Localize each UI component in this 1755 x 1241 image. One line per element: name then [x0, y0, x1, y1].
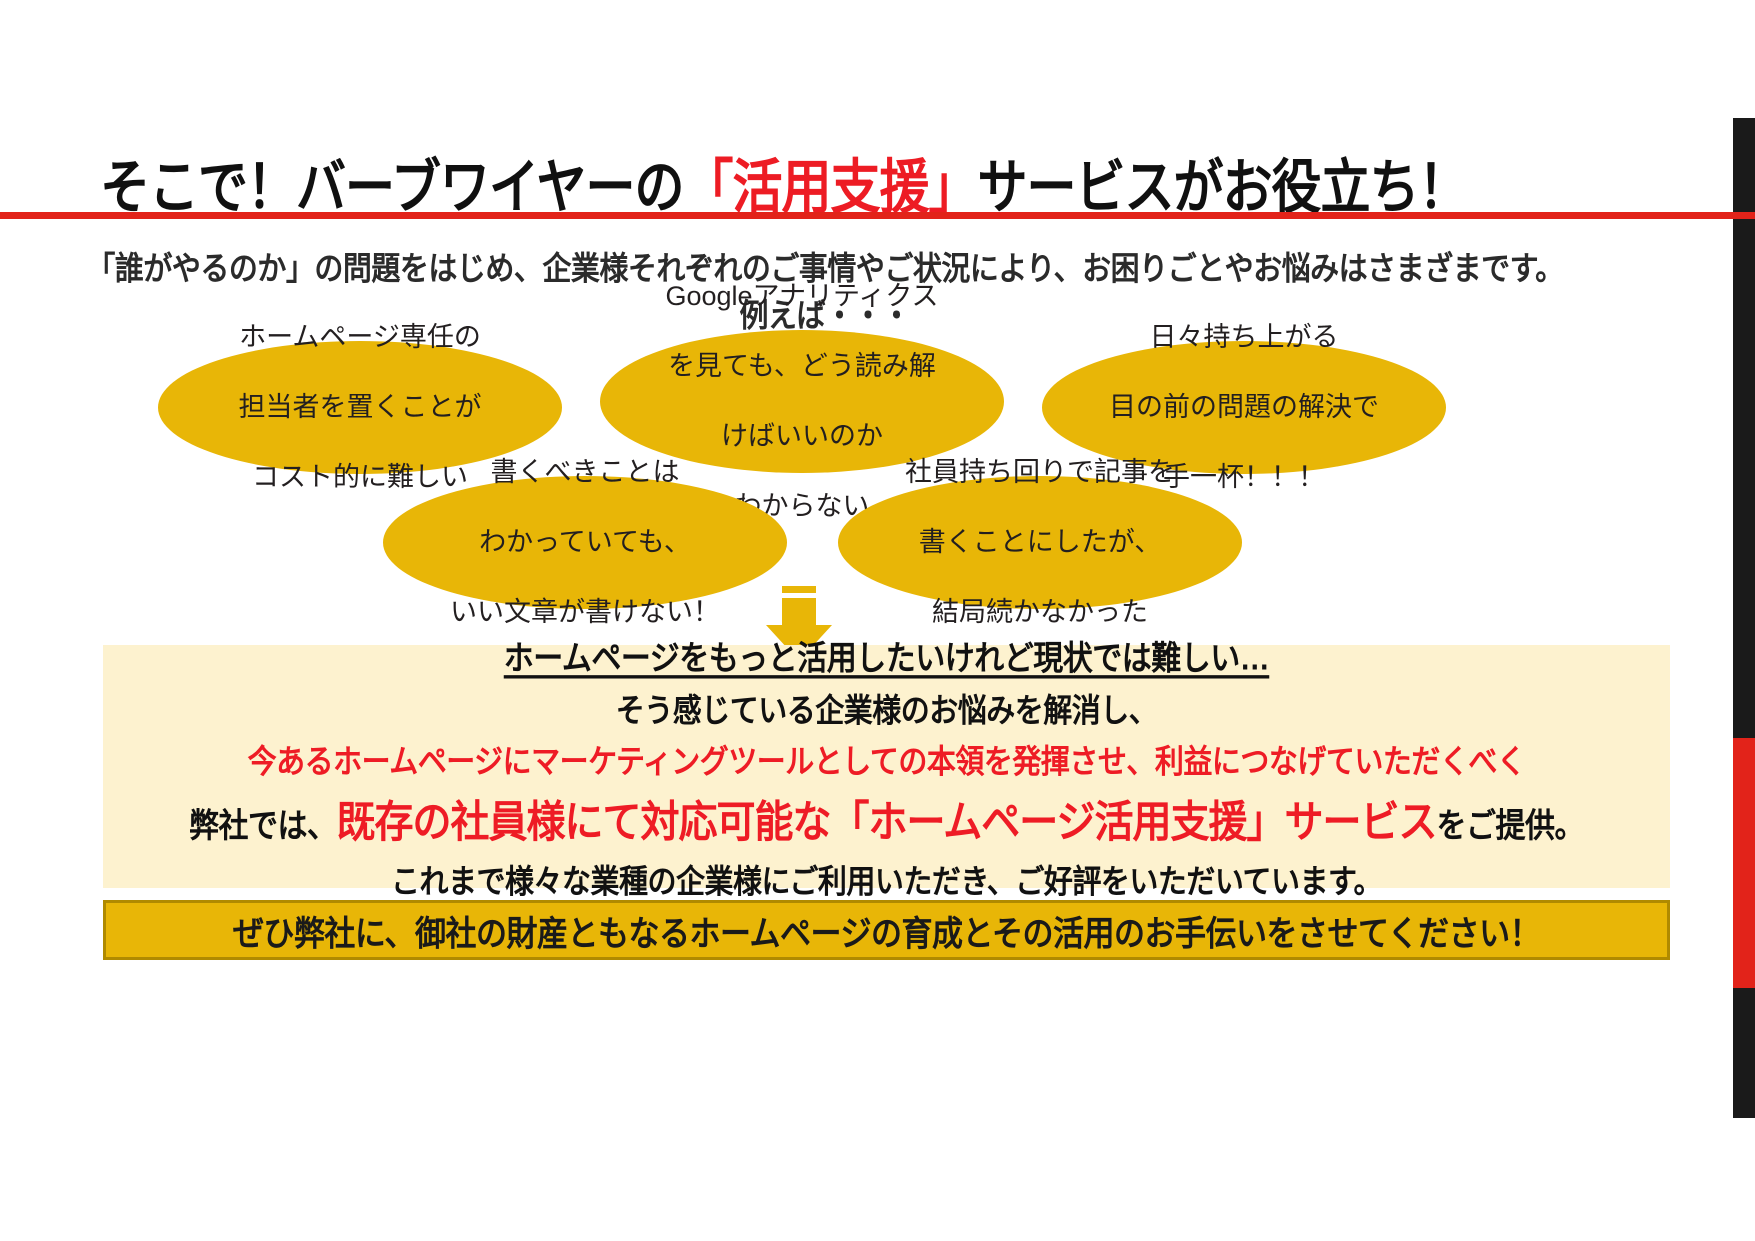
bubble-line: わかっていても、 — [479, 526, 691, 557]
edge-bar-red — [1733, 738, 1755, 988]
bubble-text: 書くべきことは わかっていても、 いい文章が書けない！ — [422, 455, 748, 630]
bubble-text: 社員持ち回りで記事を 書くことにしたが、 結局続かなかった — [877, 455, 1203, 630]
conclusion-line-3: 今あるホームページにマーケティングツールとしての本領を発揮させ、利益につなげてい… — [247, 744, 1526, 781]
problem-bubble-daily-firefighting: 日々持ち上がる 目の前の問題の解決で 手一杯！！！ — [1042, 322, 1446, 492]
problem-bubble-writing: 書くべきことは わかっていても、 いい文章が書けない！ — [383, 457, 787, 627]
conclusion-panel-content: ホームページをもっと活用したいけれど現状では難しい… そう感じている企業様のお悩… — [103, 640, 1670, 900]
slide-title: そこで！バーブワイヤーの「活用支援」サービスがお役立ち！ — [100, 140, 1660, 225]
bubble-line: いい文章が書けない！ — [450, 597, 720, 628]
bubble-line: を見ても、どう読み解 — [668, 350, 936, 381]
title-text-after: サービスがお役立ち！ — [977, 154, 1469, 221]
conclusion-line-4-highlight: 既存の社員様にて対応可能な「ホームページ活用支援」サービス — [336, 798, 1437, 847]
arrow-top-segment — [782, 586, 816, 593]
bubble-line: 担当者を置くことが — [238, 391, 482, 422]
bubble-text: Googleアナリティクス を見ても、どう読み解 けばいいのか わからない — [637, 279, 966, 525]
bubble-line: ホームページ専任の — [239, 321, 481, 352]
problem-bubble-rotation: 社員持ち回りで記事を 書くことにしたが、 結局続かなかった — [838, 457, 1242, 627]
call-to-action-bar: ぜひ弊社に、御社の財産ともなるホームページの育成とその活用のお手伝いをさせてくだ… — [103, 900, 1670, 960]
title-text-accent: 「活用支援」 — [683, 154, 979, 221]
bubble-line: 結局続かなかった — [932, 597, 1148, 628]
problem-bubble-staffing-cost: ホームページ専任の 担当者を置くことが コスト的に難しい — [158, 322, 562, 492]
title-text-before: そこで！バーブワイヤーの — [100, 154, 684, 221]
conclusion-line-5: これまで様々な業種の企業様にご利用いただき、ご好評をいただいています。 — [390, 864, 1383, 901]
problem-bubble-analytics: Googleアナリティクス を見ても、どう読み解 けばいいのか わからない — [600, 281, 1004, 521]
conclusion-line-2: そう感じている企業様のお悩みを解消し、 — [615, 693, 1158, 730]
bubble-text: ホームページ専任の 担当者を置くことが コスト的に難しい — [211, 320, 510, 495]
lead-line-2: 例えば・・・ — [739, 298, 911, 335]
call-to-action-text: ぜひ弊社に、御社の財産ともなるホームページの育成とその活用のお手伝いをさせてくだ… — [232, 913, 1541, 953]
bubble-line: 日々持ち上がる — [1149, 321, 1339, 352]
conclusion-line-4-before: 弊社では、 — [188, 807, 337, 845]
bubble-line: 書くことにしたが、 — [918, 526, 1162, 557]
lead-paragraph: 「誰がやるのか」の問題をはじめ、企業様それぞれのご事情やご状況により、お困りごと… — [60, 246, 1590, 340]
bubble-line: 手一杯！！！ — [1163, 462, 1325, 493]
bubble-line: けばいいのか — [720, 421, 883, 452]
bubble-line: Googleアナリティクス — [665, 280, 939, 311]
edge-bar-black-top — [1733, 118, 1755, 738]
bubble-line: 社員持ち回りで記事を — [905, 456, 1175, 487]
lead-line-1: 「誰がやるのか」の問題をはじめ、企業様それぞれのご事情やご状況により、お困りごと… — [86, 251, 1564, 288]
arrow-shaft — [782, 598, 816, 627]
bubble-line: コスト的に難しい — [252, 462, 468, 493]
conclusion-panel: ホームページをもっと活用したいけれど現状では難しい… そう感じている企業様のお悩… — [103, 640, 1670, 900]
conclusion-line-4: 弊社では、既存の社員様にて対応可能な「ホームページ活用支援」サービスをご提供。 — [188, 788, 1585, 851]
conclusion-line-4-after: をご提供。 — [1436, 807, 1585, 845]
bubble-line: 目の前の問題の解決で — [1109, 391, 1379, 422]
title-underline-rule — [0, 212, 1755, 219]
bubble-text: 日々持ち上がる 目の前の問題の解決で 手一杯！！！ — [1081, 320, 1407, 495]
edge-bar-black-bottom — [1733, 988, 1755, 1118]
conclusion-line-1: ホームページをもっと活用したいけれど現状では難しい… — [503, 640, 1270, 678]
bubble-line: 書くべきことは — [490, 456, 680, 487]
